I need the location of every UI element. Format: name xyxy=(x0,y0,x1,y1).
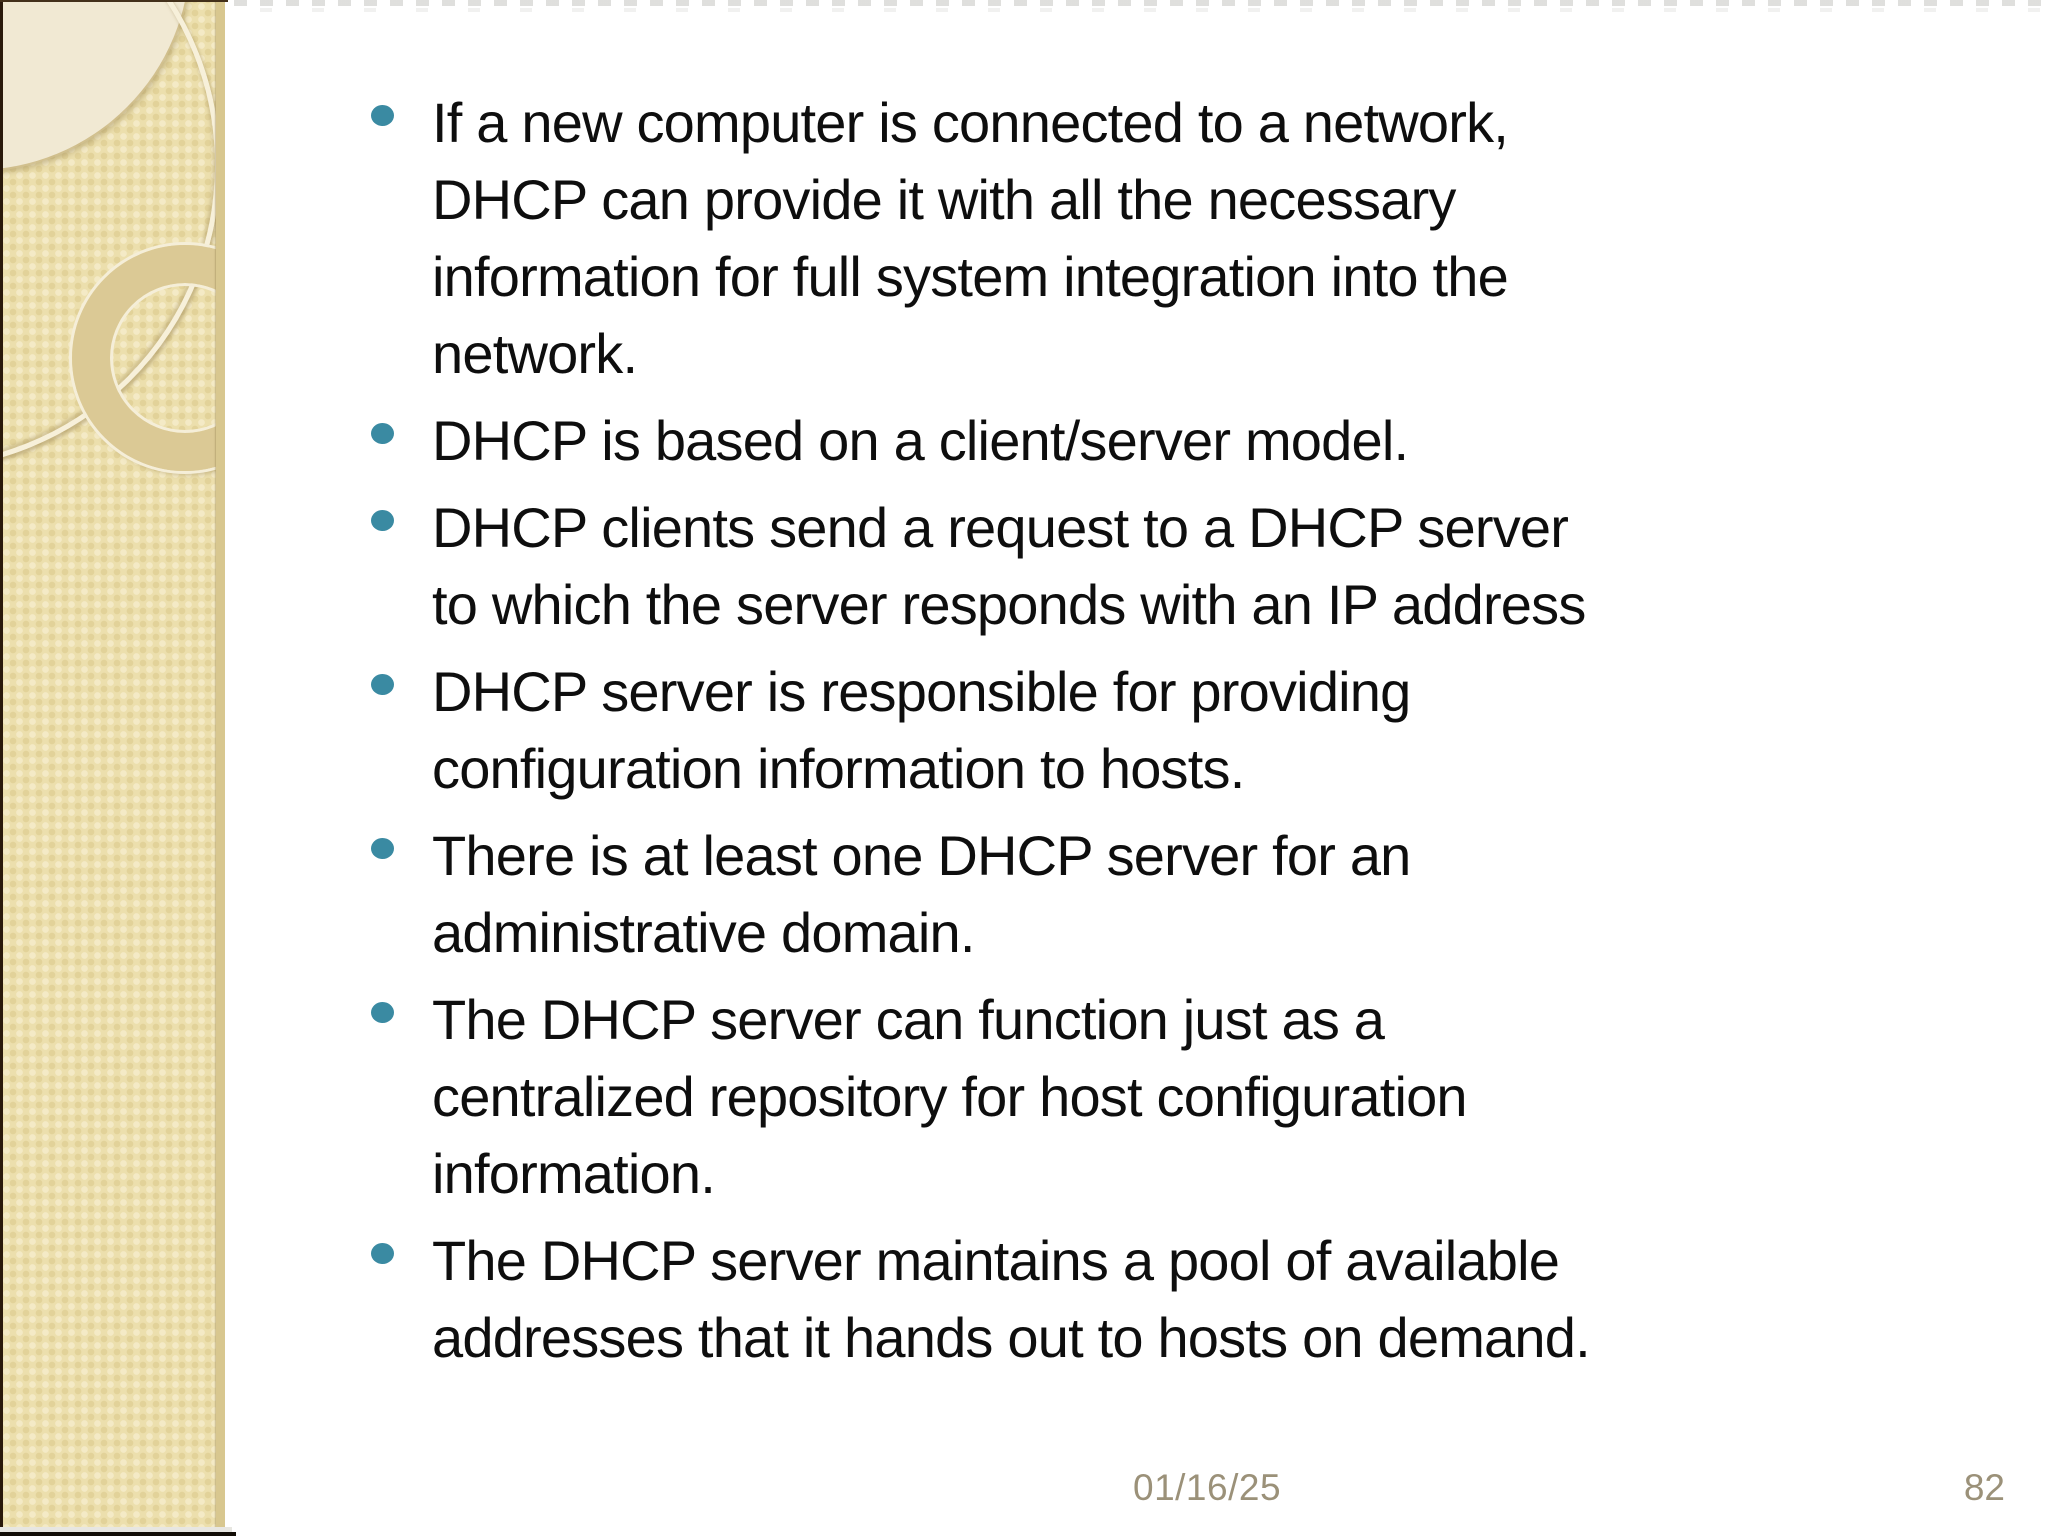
bullet-marker-icon xyxy=(371,1243,394,1264)
bullet-item: DHCP clients send a request to a DHCP se… xyxy=(0,489,2018,643)
bullet-list: If a new computer is connected to a netw… xyxy=(0,84,2018,1386)
bullet-text: The DHCP server can function just as a c… xyxy=(432,988,1468,1205)
bullet-text: DHCP is based on a client/server model. xyxy=(432,409,1409,472)
bullet-text: DHCP clients send a request to a DHCP se… xyxy=(432,496,1586,636)
bullet-marker-icon xyxy=(371,423,394,444)
bullet-text: If a new computer is connected to a netw… xyxy=(432,91,1509,385)
bullet-item: There is at least one DHCP server for an… xyxy=(0,817,2018,971)
page-number: 82 xyxy=(1963,1467,2005,1508)
footer-date: 01/16/25 xyxy=(1133,1467,1282,1508)
bullet-text: DHCP server is responsible for providing… xyxy=(432,660,1411,800)
bullet-marker-icon xyxy=(371,510,394,531)
bullet-item: The DHCP server can function just as a c… xyxy=(0,981,2018,1212)
slide-left-border xyxy=(0,0,3,1536)
bullet-text: There is at least one DHCP server for an… xyxy=(432,824,1411,964)
sidebar-edge-strip xyxy=(216,0,225,1536)
slide-sidebar-decoration xyxy=(0,0,225,1536)
bullet-marker-icon xyxy=(371,838,394,859)
top-edge-dashes xyxy=(0,0,2048,6)
top-edge-dashes-row2 xyxy=(0,8,2048,12)
bullet-item: The DHCP server maintains a pool of avai… xyxy=(0,1222,2018,1376)
bullet-text: The DHCP server maintains a pool of avai… xyxy=(432,1229,1591,1369)
bullet-item: DHCP is based on a client/server model. xyxy=(0,402,2018,479)
slide-top-border xyxy=(0,0,228,2)
bullet-marker-icon xyxy=(371,105,394,126)
slide-bottom-border xyxy=(0,1532,236,1536)
slide-bottom-highlight xyxy=(0,1527,232,1532)
bullet-item: If a new computer is connected to a netw… xyxy=(0,84,2018,392)
bullet-marker-icon xyxy=(371,1002,394,1023)
bullet-item: DHCP server is responsible for providing… xyxy=(0,653,2018,807)
bullet-marker-icon xyxy=(371,674,394,695)
